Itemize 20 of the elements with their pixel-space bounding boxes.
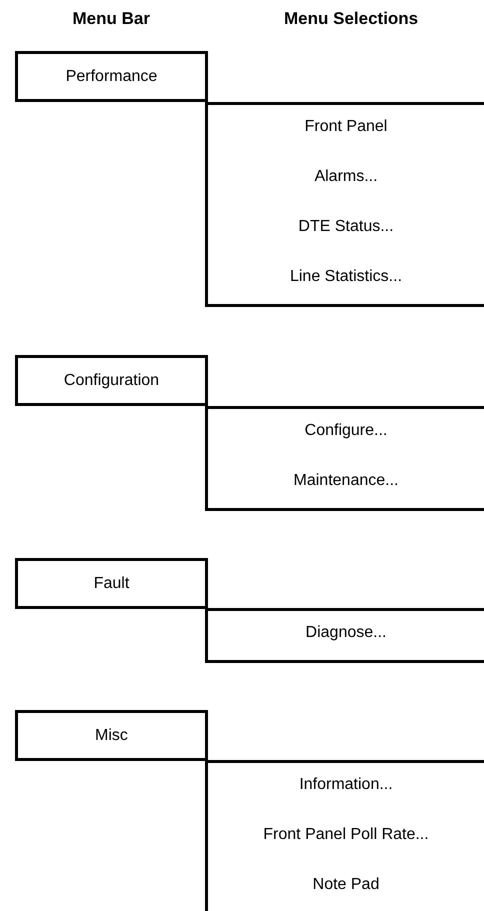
menu-bar-box: Performance bbox=[15, 51, 208, 102]
menu-bar-box: Misc bbox=[15, 710, 208, 761]
menu-item: Maintenance... bbox=[292, 471, 400, 491]
menu-item: Note Pad bbox=[312, 875, 380, 895]
menu-item: Information... bbox=[298, 775, 394, 795]
column-heading: Menu Bar bbox=[72, 9, 150, 29]
menu-item: DTE Status... bbox=[297, 217, 395, 237]
menu-selection-panel bbox=[205, 608, 484, 663]
menu-selection-panel bbox=[205, 406, 484, 511]
menu-bar-box: Fault bbox=[15, 558, 208, 609]
menu-item: Front Panel bbox=[304, 117, 388, 137]
menu-bar-box: Configuration bbox=[15, 355, 208, 406]
menu-item: Configure... bbox=[304, 421, 388, 441]
menu-item: Diagnose... bbox=[304, 623, 388, 643]
column-heading: Menu Selections bbox=[284, 9, 418, 29]
menu-selection-panel bbox=[205, 102, 484, 307]
menu-selection-panel bbox=[205, 760, 484, 911]
menu-item: Front Panel Poll Rate... bbox=[262, 825, 430, 845]
menu-item: Alarms... bbox=[313, 167, 379, 187]
menu-item: Line Statistics... bbox=[288, 267, 404, 287]
